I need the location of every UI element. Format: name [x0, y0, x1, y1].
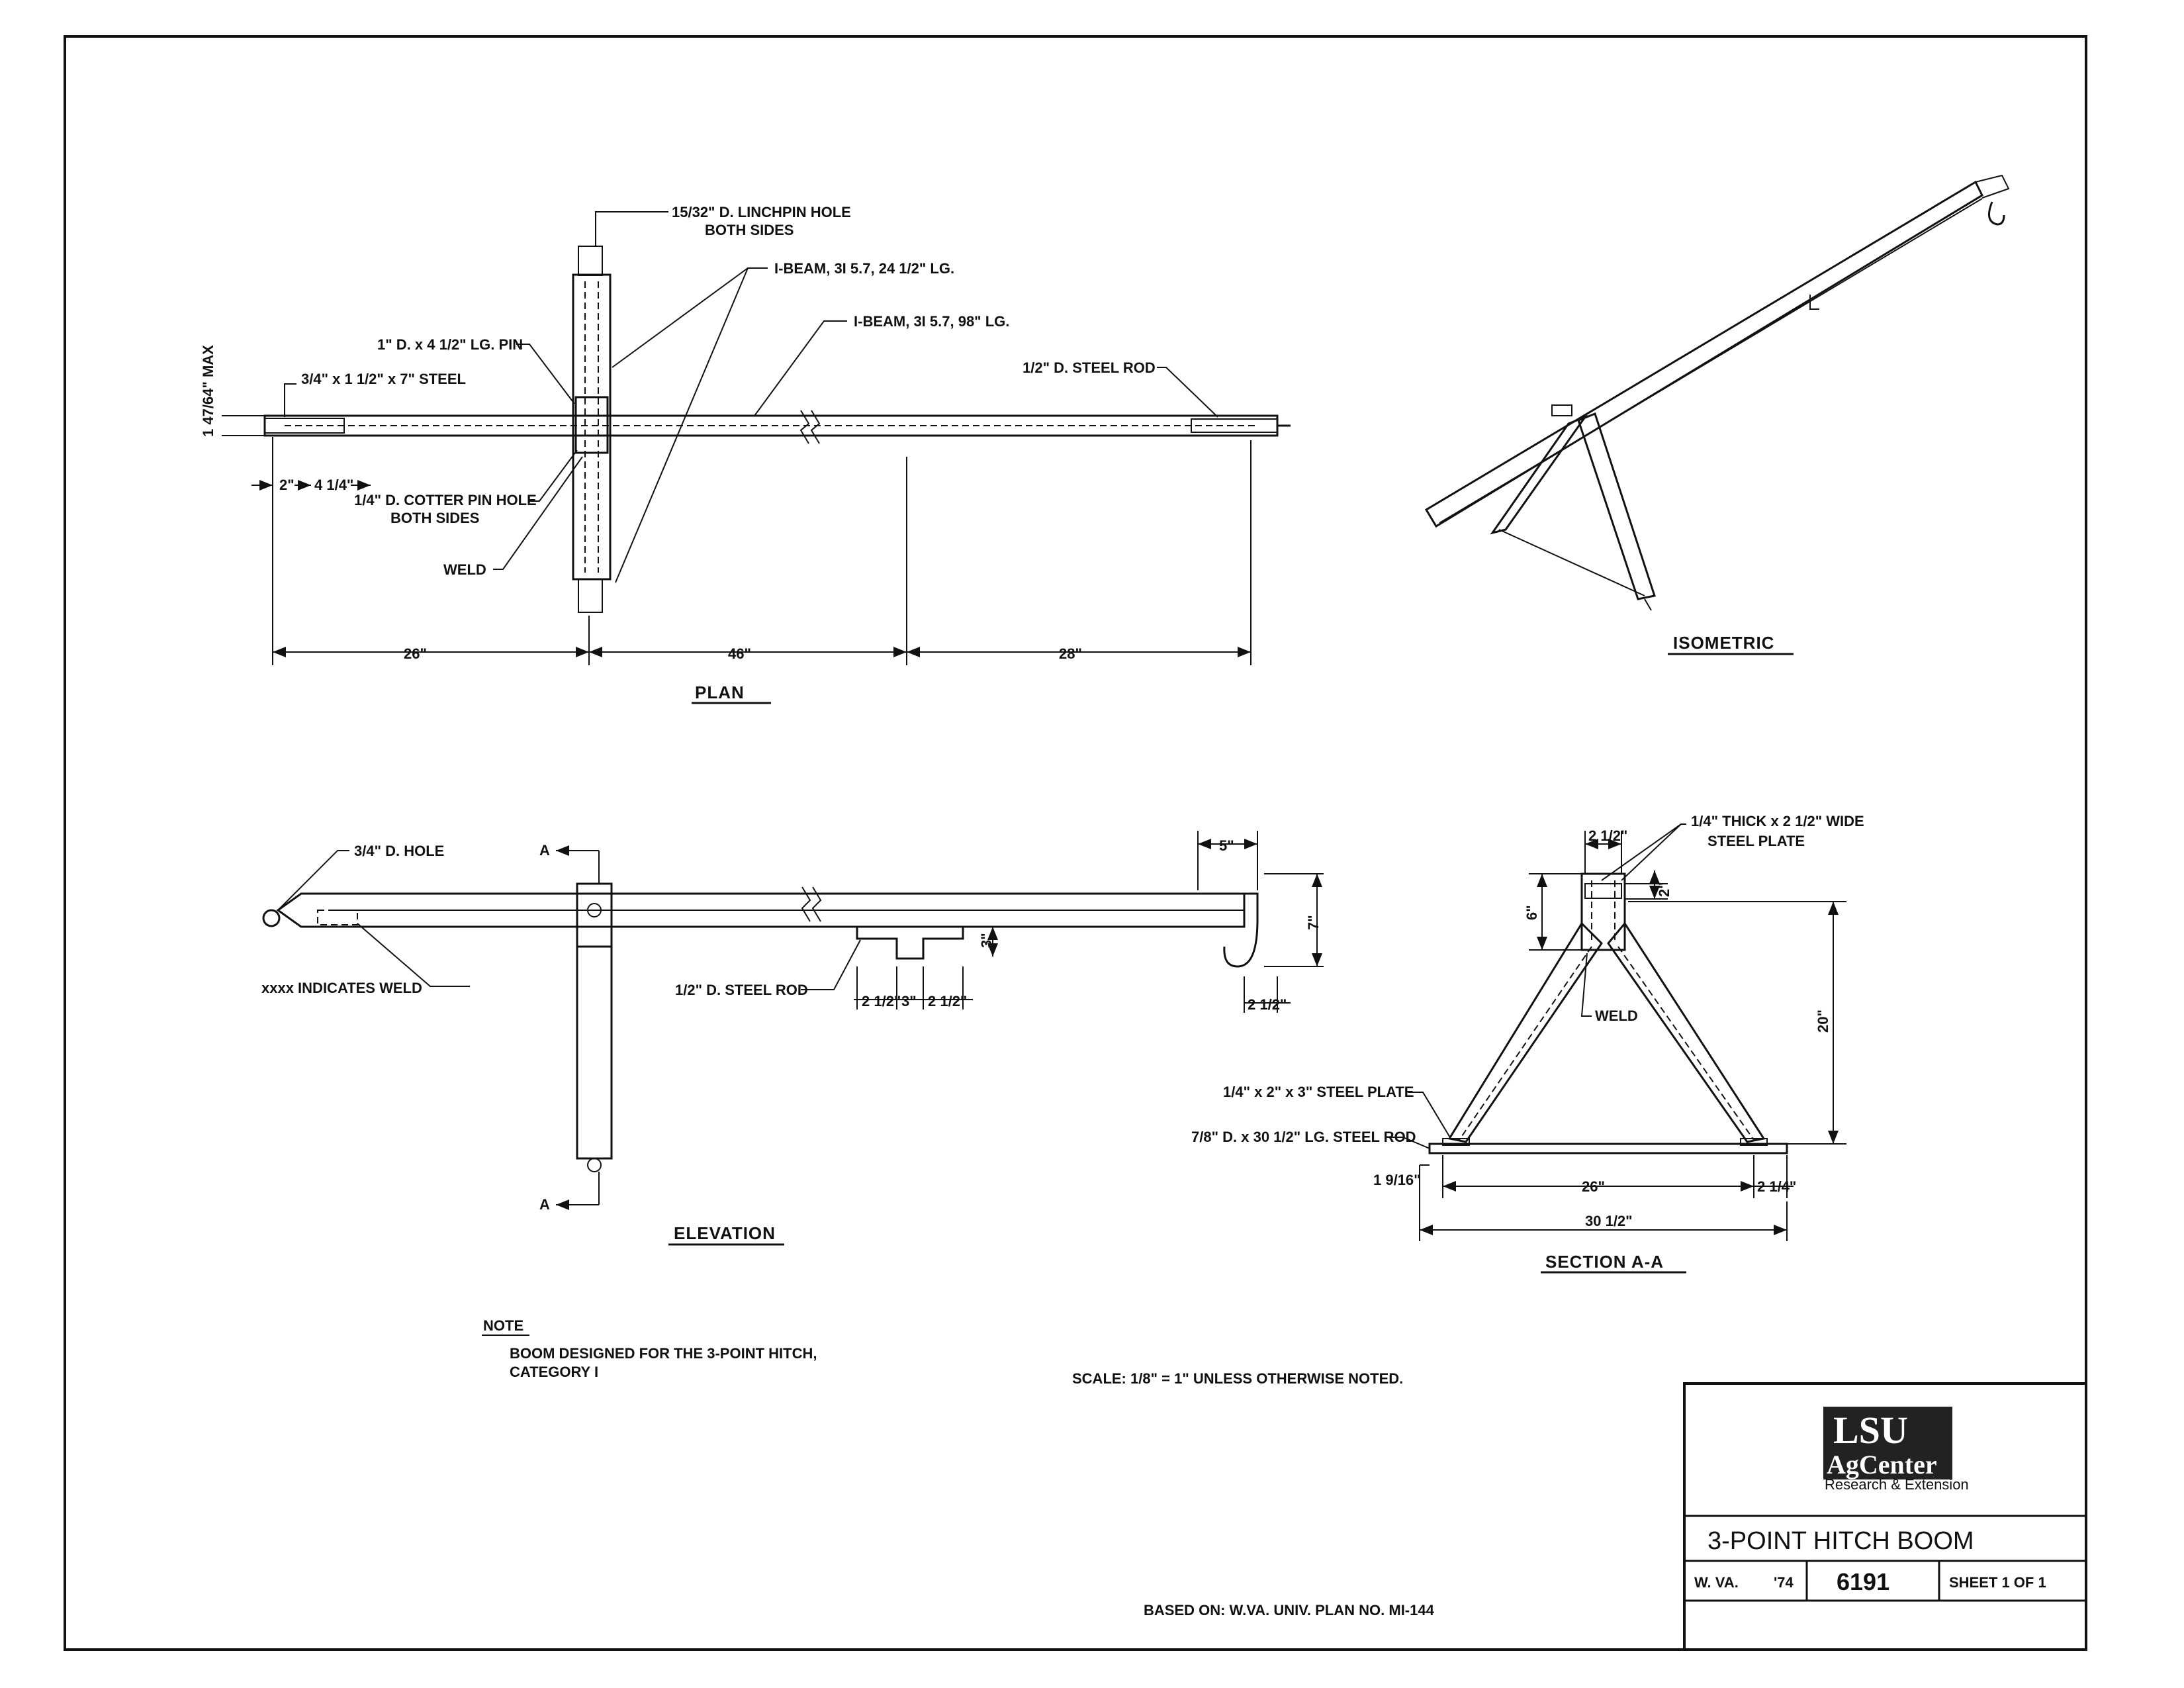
- plan-dim-28: 28": [1059, 645, 1082, 662]
- note-line-2: CATEGORY I: [510, 1364, 598, 1380]
- sect-dim-20: 20": [1815, 1009, 1831, 1033]
- section-view: 1/4" THICK x 2 1/2" WIDE STEEL PLATE WEL…: [1191, 813, 1864, 1274]
- elev-dim-5: 5": [1219, 837, 1234, 854]
- plan-cotter-1: 1/4" D. COTTER PIN HOLE: [354, 492, 537, 508]
- based-on-note: BASED ON: W.VA. UNIV. PLAN NO. MI-144: [1144, 1602, 1435, 1618]
- plan-view: 26" 46" 28" 2" 4 1/4" 1 47/64" MAX 15/32…: [200, 204, 1291, 704]
- sect-plate-top-1: 1/4" THICK x 2 1/2" WIDE: [1691, 813, 1864, 829]
- sheet-border: [64, 35, 2087, 1651]
- isometric-view: ISOMETRIC: [1424, 174, 2010, 655]
- title-block: LSU AgCenter Research & Extension 3-POIN…: [1683, 1382, 2087, 1651]
- plan-dim-26: 26": [404, 645, 427, 662]
- elev-dim-2h-a: 2 1/2": [862, 993, 901, 1009]
- plan-ibeam-long: I-BEAM, 3I 5.7, 98" LG.: [854, 313, 1009, 330]
- logo-lsu: LSU: [1833, 1409, 1908, 1452]
- elev-section-a-bottom: A: [539, 1196, 550, 1213]
- plan-linchpin-1: 15/32" D. LINCHPIN HOLE: [672, 204, 851, 220]
- plan-title: PLAN: [695, 682, 745, 702]
- plan-pin: 1" D. x 4 1/2" LG. PIN: [377, 336, 523, 353]
- note-heading: NOTE: [483, 1317, 523, 1334]
- plan-dim-4q: 4 1/4": [314, 477, 353, 493]
- section-title: SECTION A-A: [1545, 1252, 1664, 1272]
- elev-hole: 3/4" D. HOLE: [354, 843, 444, 859]
- sect-plate-top-2: STEEL PLATE: [1707, 833, 1805, 849]
- elev-dim-2h-b: 2 1/2": [928, 993, 967, 1009]
- logo-subtitle: Research & Extension: [1825, 1476, 1969, 1493]
- plan-cross-beam: [572, 273, 612, 581]
- sect-dim-26: 26": [1582, 1178, 1605, 1195]
- plan-linchpin-2: BOTH SIDES: [705, 222, 794, 238]
- plan-cotter-2: BOTH SIDES: [390, 510, 479, 526]
- plan-steel-rod: 1/2" D. STEEL ROD: [1023, 359, 1156, 376]
- sect-rod: 7/8" D. x 30 1/2" LG. STEEL ROD: [1191, 1129, 1416, 1145]
- sect-dim-6: 6": [1524, 905, 1540, 920]
- elevation-view: A A 3/4" D. HOLE xxxx INDICATES WELD 1/2…: [261, 831, 1324, 1246]
- sect-plate-bottom: 1/4" x 2" x 3" STEEL PLATE: [1223, 1084, 1414, 1100]
- elev-weld-note: xxxx INDICATES WELD: [261, 980, 422, 996]
- elev-dim-2h-c: 2 1/2": [1248, 996, 1287, 1013]
- elev-dim-3v: 3": [978, 933, 995, 948]
- note-line-1: BOOM DESIGNED FOR THE 3-POINT HITCH,: [510, 1345, 817, 1362]
- plan-year: '74: [1774, 1574, 1794, 1591]
- plan-dim-46: 46": [728, 645, 751, 662]
- elev-section-a-top: A: [539, 842, 550, 859]
- sect-dim-2q: 2 1/2": [1588, 827, 1627, 844]
- plan-ibeam-short: I-BEAM, 3I 5.7, 24 1/2" LG.: [774, 260, 954, 277]
- plan-max-dim: 1 47/64" MAX: [200, 345, 216, 437]
- logo-agcenter: AgCenter: [1827, 1450, 1937, 1479]
- plan-steel-bar: 3/4" x 1 1/2" x 7" STEEL: [301, 371, 466, 387]
- plan-origin: W. VA.: [1694, 1574, 1739, 1591]
- sect-dim-30: 30 1/2": [1585, 1213, 1633, 1229]
- isometric-title: ISOMETRIC: [1673, 633, 1774, 653]
- sect-dim-2qq: 2 1/4": [1757, 1178, 1796, 1195]
- sect-dim-2v: 2": [1656, 882, 1672, 897]
- sheet-number: SHEET 1 OF 1: [1949, 1574, 2046, 1591]
- scale-note: SCALE: 1/8" = 1" UNLESS OTHERWISE NOTED.: [1072, 1370, 1403, 1387]
- plan-weld: WELD: [443, 561, 486, 578]
- elev-dim-7: 7": [1305, 915, 1322, 930]
- elevation-title: ELEVATION: [674, 1223, 776, 1243]
- sect-weld: WELD: [1595, 1008, 1638, 1024]
- plan-number: 6191: [1837, 1568, 1889, 1595]
- elev-rod: 1/2" D. STEEL ROD: [675, 982, 808, 998]
- drawing-title: 3-POINT HITCH BOOM: [1707, 1527, 1974, 1555]
- notes: NOTE BOOM DESIGNED FOR THE 3-POINT HITCH…: [482, 1317, 1435, 1618]
- sect-dim-1916: 1 9/16": [1373, 1172, 1421, 1188]
- lsu-agcenter-logo: LSU AgCenter Research & Extension: [1823, 1407, 1969, 1493]
- plan-dim-2: 2": [279, 477, 295, 493]
- elev-dim-3h: 3": [901, 993, 917, 1009]
